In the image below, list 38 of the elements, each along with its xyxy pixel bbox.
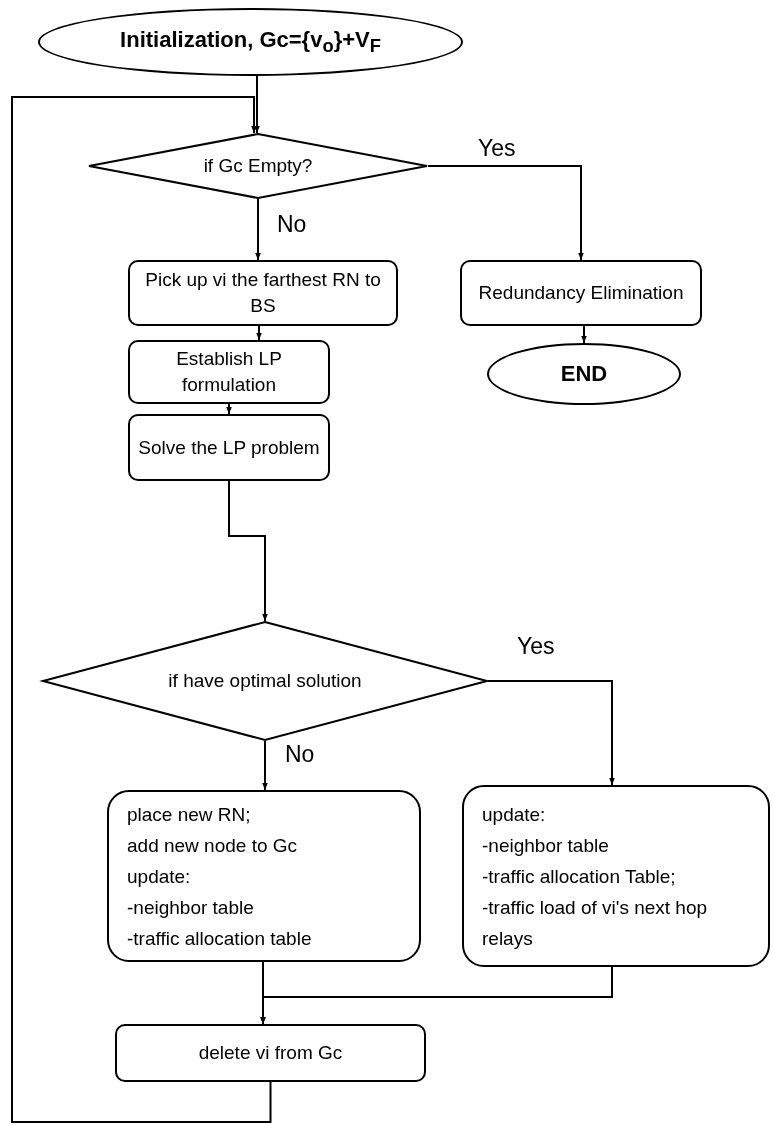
decision-diamond <box>42 621 488 741</box>
node-text: Redundancy Elimination <box>478 281 684 306</box>
node-text: END <box>560 360 608 389</box>
process-box <box>128 340 330 404</box>
node-text: Solve the LP problem <box>138 435 320 460</box>
node-text: -neighbor table <box>482 833 609 858</box>
arrow <box>255 198 261 261</box>
process-box <box>462 785 770 967</box>
node-text: Initialization, Gc={v$_{o}$}+V$_{F}$ <box>120 25 381 59</box>
process-box <box>107 790 421 962</box>
node-text: update: <box>127 864 191 889</box>
node-text: if have optimal solution <box>168 669 362 694</box>
arrow <box>11 96 272 1123</box>
arrow <box>487 680 615 786</box>
arrow <box>254 75 260 134</box>
process-box <box>128 260 398 326</box>
node-text: -neighbor table <box>127 895 254 920</box>
arrow <box>228 480 268 622</box>
node-text: update: <box>482 802 546 827</box>
node-text: -traffic allocation table <box>127 926 312 951</box>
node-text: place new RN; <box>127 802 251 827</box>
arrow <box>262 740 268 791</box>
node-text: add new node to Gc <box>127 833 298 858</box>
process-box <box>128 414 330 481</box>
process-box <box>460 260 702 326</box>
node-text: Establish LP formulation <box>175 347 283 397</box>
decision-diamond <box>88 133 428 199</box>
arrow <box>581 325 587 344</box>
arrow <box>256 325 262 341</box>
node-text: -traffic load of vi's next hop relays <box>482 895 709 951</box>
node-text: if Gc Empty? <box>203 154 313 179</box>
arrow <box>226 403 232 415</box>
node-text: Pick up vi the farthest RN to BS <box>144 268 382 318</box>
arrow <box>260 966 613 1025</box>
process-box <box>115 1024 426 1082</box>
node-text: delete vi from Gc <box>198 1041 343 1066</box>
node-text: -traffic allocation Table; <box>482 864 676 889</box>
arrow <box>427 165 584 261</box>
